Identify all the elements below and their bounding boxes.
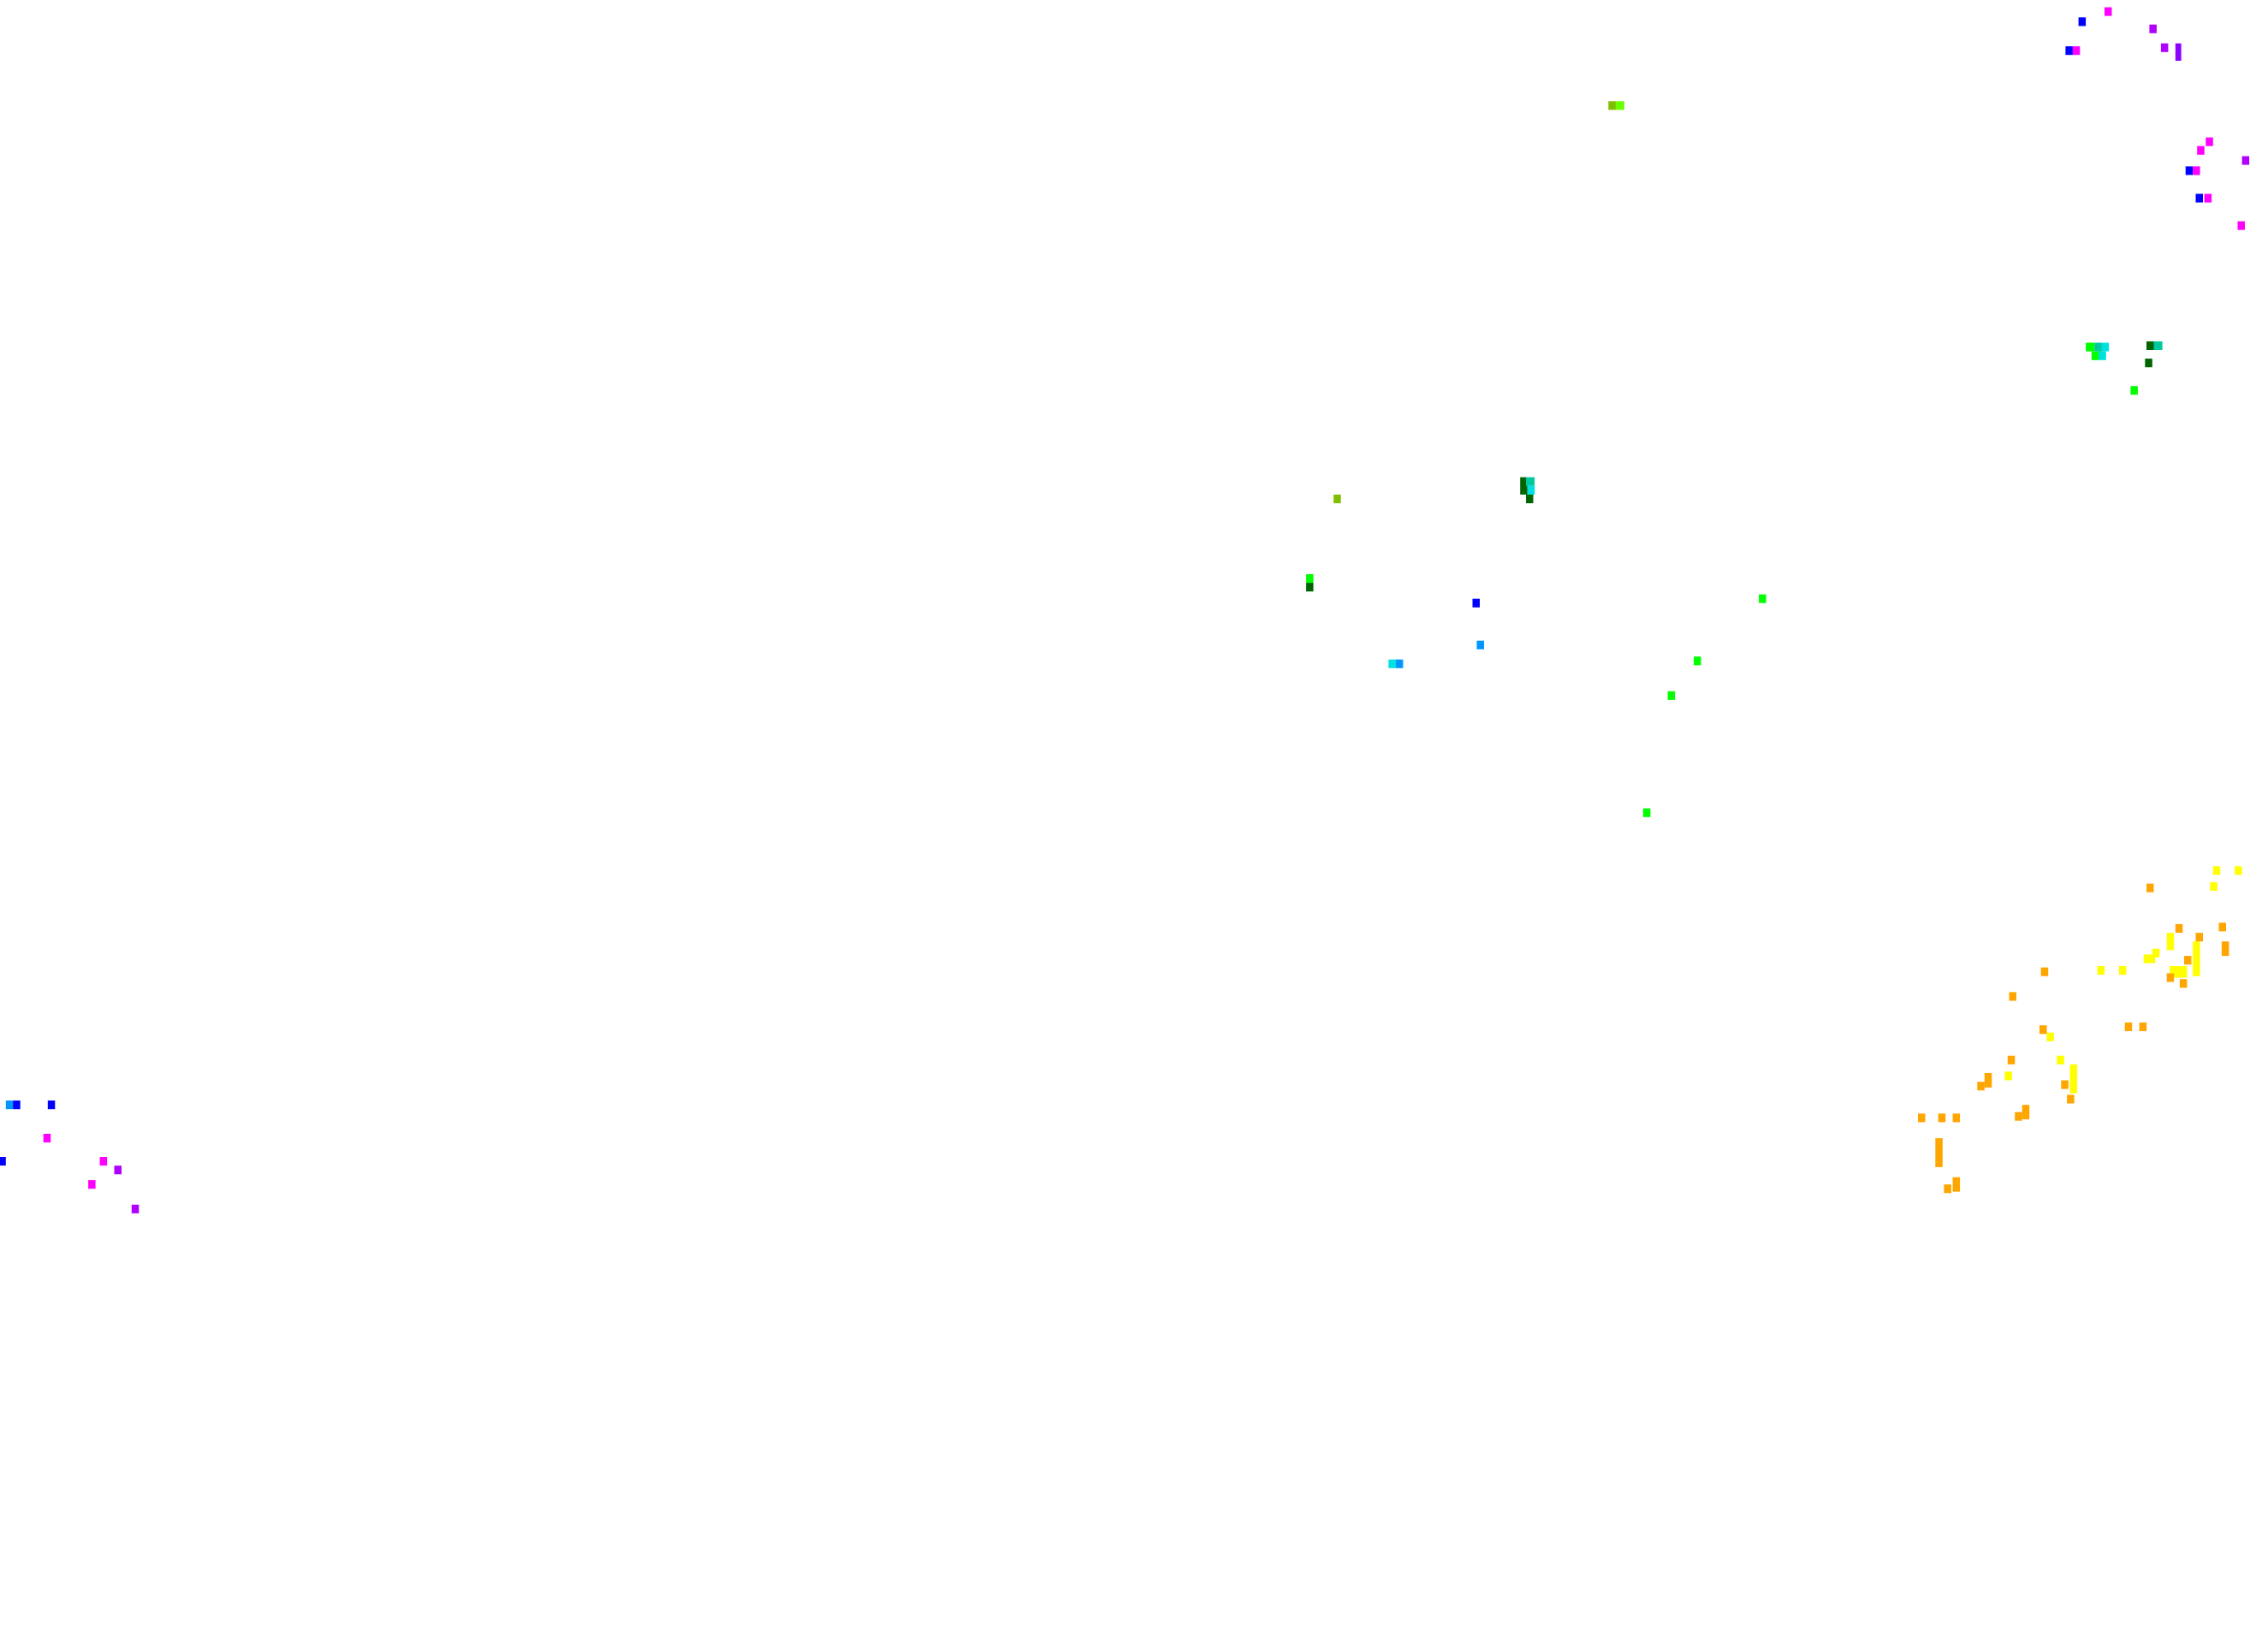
pixel-mark-cyan [1388, 659, 1396, 668]
pixel-mark-yellow [2166, 933, 2175, 951]
pixel-mark-orange [2015, 1112, 2022, 1121]
pixel-mark-magenta [2072, 46, 2081, 56]
pixel-mark-green [2086, 342, 2095, 352]
pixel-mark-magenta [2193, 166, 2200, 175]
pixel-mark-blue [2185, 166, 2194, 175]
pixel-mark-orange [2146, 883, 2154, 893]
pixel-mark-orange [2039, 1025, 2047, 1035]
pixel-mark-yellow [2069, 1064, 2077, 1094]
pixel-mark-magenta [2204, 193, 2212, 203]
pixel-mark-orange [2007, 1055, 2016, 1065]
pixel-mark-magenta [43, 1134, 51, 1143]
pixel-mark-purple [2149, 24, 2157, 33]
pixel-mark-orange [2218, 922, 2226, 932]
pixel-mark-orange [2179, 979, 2188, 988]
pixel-mark-green [1642, 808, 1651, 817]
pixel-mark-lime [1615, 101, 1624, 110]
pixel-mark-sky [1395, 659, 1404, 668]
pixel-mark-yellow [2210, 881, 2218, 891]
pixel-mark-magenta [2237, 221, 2245, 230]
pixel-mark-orange [1935, 1138, 1943, 1167]
pixel-mark-cyan [1527, 485, 1535, 495]
pixel-mark-orange [2184, 956, 2192, 965]
pixel-mark-blue [47, 1100, 56, 1110]
pixel-mark-green [1759, 594, 1766, 603]
pixel-mark-green [1667, 691, 1676, 700]
pixel-mark-dark_green [1520, 477, 1528, 495]
pixel-mark-purple [2241, 156, 2250, 165]
pixel-mark-teal [1526, 477, 1535, 486]
pixel-mark-cyan [2099, 351, 2106, 360]
pixel-mark-blue [1472, 598, 1480, 608]
pixel-mark-orange [1918, 1113, 1926, 1123]
pixel-mark-orange [1977, 1082, 1985, 1091]
pixel-mark-yellow [2097, 966, 2105, 976]
pixel-mark-blue [13, 1100, 21, 1110]
pixel-mark-magenta [2105, 7, 2112, 16]
pixel-mark-dark_green [2146, 341, 2154, 350]
pixel-mark-orange [1952, 1177, 1961, 1192]
pixel-mark-orange [2195, 933, 2203, 942]
pixel-mark-cyan [2101, 342, 2110, 352]
pixel-mark-magenta [88, 1180, 96, 1189]
pixel-mark-olive [1608, 101, 1618, 110]
pixel-mark-orange [2061, 1080, 2069, 1089]
pixel-mark-violet [2175, 43, 2182, 61]
pixel-mark-blue [2078, 17, 2087, 27]
pixel-mark-yellow [2046, 1032, 2054, 1041]
pixel-mark-orange [2221, 941, 2229, 957]
pixel-mark-blue [2195, 193, 2203, 203]
pixel-mark-olive [1333, 495, 1341, 504]
pixel-mark-yellow [2004, 1071, 2012, 1081]
pixel-mark-orange [2175, 923, 2183, 933]
pixel-mark-orange [1984, 1073, 1992, 1088]
pixel-mark-green [1694, 656, 1701, 666]
pixel-mark-orange [1938, 1113, 1946, 1123]
pixel-mark-sky [1476, 640, 1484, 649]
pixel-marks-group [0, 7, 2250, 1213]
pixel-mark-yellow [2212, 866, 2221, 875]
pixel-mark-orange [2124, 1022, 2133, 1031]
pixel-mark-blue [0, 1157, 6, 1166]
pixel-mark-dark_green [1306, 583, 1314, 592]
pixel-mark-magenta [2206, 137, 2213, 146]
pixel-mark-purple [114, 1165, 122, 1175]
pixel-mark-yellow [2118, 966, 2127, 976]
pixel-mark-purple [2160, 43, 2169, 52]
pixel-mark-blue [2065, 46, 2073, 56]
pixel-mark-yellow [2057, 1055, 2064, 1065]
pixel-mark-green [2130, 386, 2138, 395]
pixel-mark-orange [2067, 1094, 2075, 1104]
pixel-mark-orange [2166, 973, 2175, 982]
pixel-mark-yellow [2235, 866, 2242, 875]
pixel-mark-orange [1952, 1113, 1961, 1123]
pixel-mark-yellow [2152, 948, 2160, 958]
pixel-mark-dark_green [2145, 359, 2152, 368]
pixel-mark-orange [2139, 1022, 2147, 1031]
pixel-mark-magenta [99, 1157, 108, 1166]
pixel-mark-yellow [2143, 954, 2156, 964]
pixel-mark-teal [2153, 341, 2163, 350]
pixel-mark-green [2091, 351, 2100, 360]
pixel-mark-yellow [2193, 941, 2200, 976]
pixel-mark-orange [2009, 992, 2016, 1001]
pixel-mark-orange [2040, 967, 2049, 976]
pixel-mark-orange [2022, 1105, 2030, 1120]
pixel-mark-orange [1944, 1184, 1951, 1194]
pixel-mark-green [1306, 574, 1314, 584]
pixel-mark-sky [5, 1100, 14, 1110]
pixel-mark-dark_green [1526, 495, 1534, 504]
pixel-mark-teal [2094, 342, 2104, 352]
pixel-mark-magenta [2197, 145, 2205, 155]
pixel-mark-purple [131, 1204, 140, 1213]
